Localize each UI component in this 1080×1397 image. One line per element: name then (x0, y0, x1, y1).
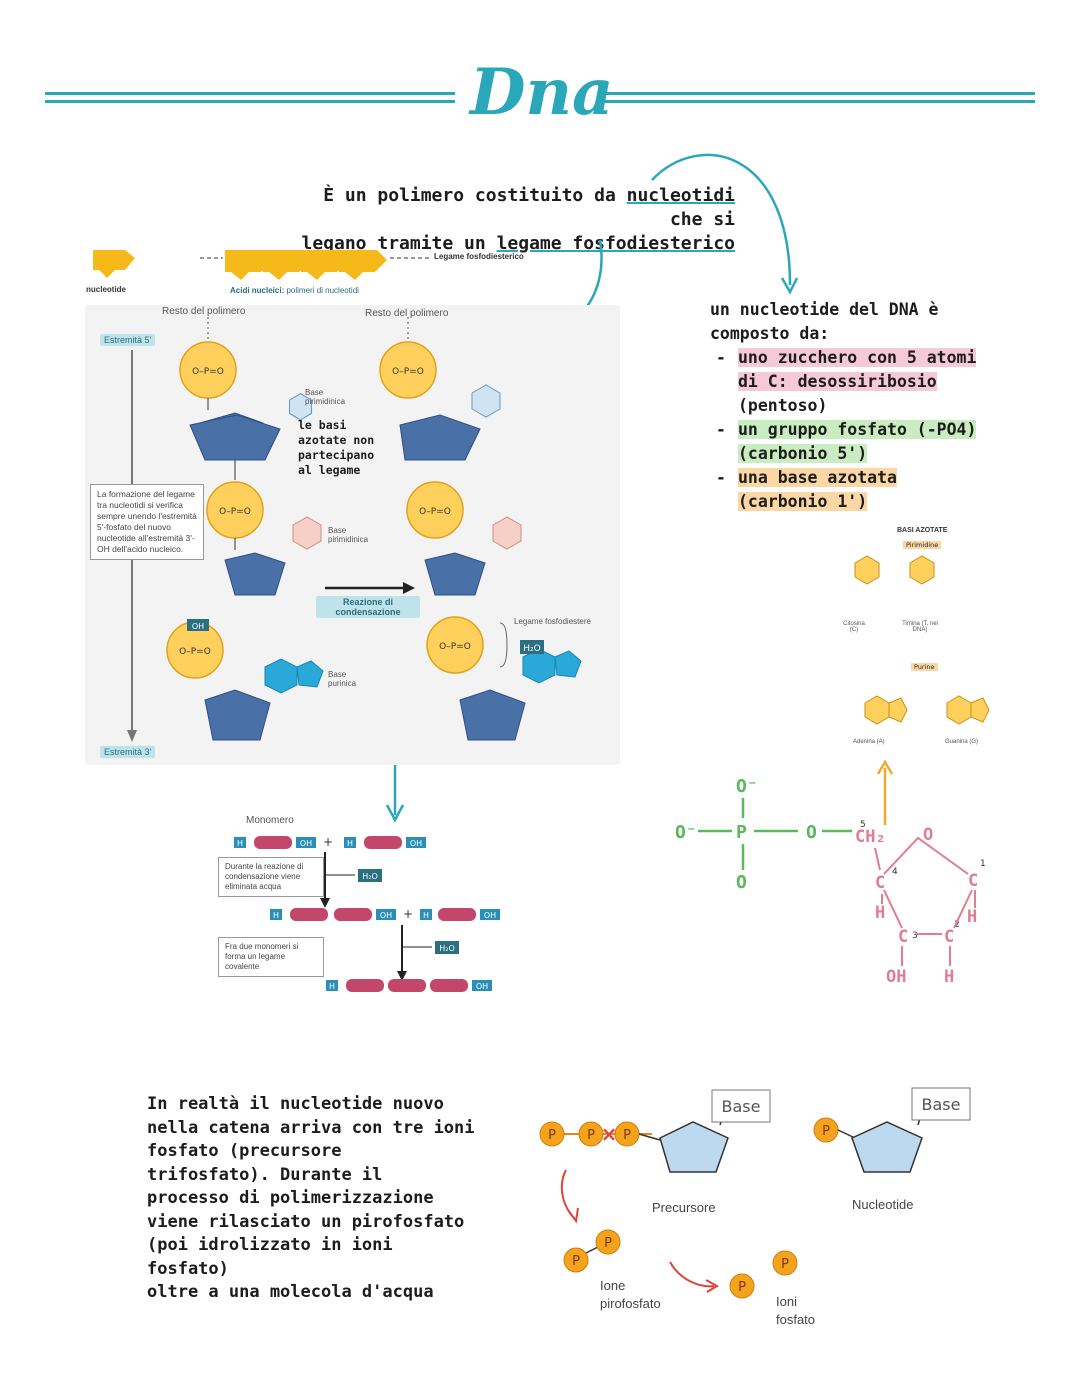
svg-text:5: 5 (860, 820, 866, 830)
svg-text:C: C (968, 871, 978, 891)
svg-text:H: H (347, 839, 353, 848)
bond-label-right: Legame fosfodiestere (514, 617, 591, 626)
intro-text: È un polimero costituito da nucleotidi c… (301, 185, 736, 254)
composition-block: un nucleotide del DNA è composto da: uno… (710, 298, 1040, 514)
svg-text:P: P (738, 1280, 746, 1295)
svg-text:O–P=O: O–P=O (439, 642, 471, 652)
end5-label: Estremità 5' (100, 334, 156, 346)
formation-note: La formazione del legame tra nucleotidi … (90, 484, 204, 560)
title-line-left (45, 92, 455, 106)
page-title: Dna (470, 55, 614, 130)
svg-text:O–P=O: O–P=O (392, 367, 424, 377)
svg-text:O⁻: O⁻ (736, 776, 758, 797)
monomer-note-2: Fra due monomeri si forma un legame cova… (218, 937, 324, 977)
svg-text:O–P=O: O–P=O (419, 507, 451, 517)
bond-label-top: Legame fosfodiesterico (434, 252, 524, 261)
svg-text:C: C (944, 927, 954, 947)
svg-text:O⁻: O⁻ (675, 822, 697, 843)
svg-text:3: 3 (912, 931, 918, 941)
svg-text:Base: Base (922, 1095, 961, 1114)
svg-text:P: P (623, 1128, 631, 1143)
bottom-paragraph: In realtà il nucleotide nuovo nella cate… (147, 1094, 475, 1302)
svg-text:CH₂: CH₂ (855, 827, 886, 847)
svg-text:O: O (923, 825, 933, 845)
svg-text:P: P (548, 1128, 556, 1143)
composition-item-sugar: uno zucchero con 5 atomi di C: desossiri… (710, 346, 1040, 418)
monomer-chain-diagram: H OH + H OH H₂O H OH + H OH H₂O H OH (234, 835, 500, 992)
resto-left: Resto del polimero (162, 306, 246, 317)
svg-text:P: P (587, 1128, 595, 1143)
svg-text:H: H (944, 967, 954, 987)
svg-text:C: C (898, 927, 908, 947)
svg-text:P: P (822, 1124, 830, 1139)
monomer-label: Monomero (246, 815, 294, 826)
svg-text:H: H (967, 907, 977, 927)
base-pyrimidine-1: Base pirimidinica (305, 388, 346, 406)
svg-text:+: + (323, 835, 333, 849)
svg-text:O–P=O: O–P=O (219, 507, 251, 517)
nucleotide-label-bottom: Nucleotide (852, 1197, 914, 1212)
title-line-right (600, 92, 1035, 106)
svg-text:H: H (423, 911, 429, 920)
svg-text:Base: Base (722, 1097, 761, 1116)
svg-text:H: H (273, 911, 279, 920)
svg-text:O: O (806, 822, 817, 843)
svg-text:H: H (875, 903, 885, 923)
acids-label: Acidi nucleici: polimeri di nucleotidi (230, 286, 359, 295)
composition-item-base: una base azotata (carbonio 1') (710, 466, 1040, 514)
svg-text:P: P (604, 1236, 612, 1251)
svg-text:4: 4 (892, 867, 898, 877)
precursor-figure: P P P × Base P Base P P P P (539, 1087, 971, 1299)
handwritten-note: le basi azotate non partecipano al legam… (298, 418, 375, 477)
svg-text:H₂O: H₂O (439, 944, 455, 953)
svg-text:O–P=O: O–P=O (192, 367, 224, 377)
svg-text:1: 1 (980, 859, 986, 869)
svg-text:+: + (403, 907, 413, 921)
svg-text:OH: OH (192, 622, 204, 631)
svg-text:OH: OH (380, 911, 392, 920)
svg-text:2: 2 (954, 920, 960, 930)
svg-text:OH: OH (300, 839, 312, 848)
svg-text:H₂O: H₂O (523, 644, 540, 654)
svg-text:×: × (601, 1122, 618, 1146)
base-arrow (876, 760, 894, 825)
svg-text:OH: OH (476, 982, 488, 991)
base-pyrimidine-2: Base pirimidinica (328, 526, 369, 544)
reaction-label: Reazione di condensazione (316, 596, 420, 618)
svg-text:O–P=O: O–P=O (179, 647, 211, 657)
svg-text:OH: OH (410, 839, 422, 848)
svg-text:P: P (781, 1257, 789, 1272)
nucleotide-shapes (93, 250, 430, 280)
svg-text:P: P (572, 1254, 580, 1269)
svg-text:P: P (736, 822, 747, 843)
svg-text:O: O (736, 872, 747, 893)
base-purine: Base purinica (328, 670, 357, 688)
svg-text:OH: OH (886, 967, 906, 987)
bases-figure: BASI AZOTATE Pirimidine Purine Citosina … (825, 525, 1025, 755)
resto-right: Resto del polimero (365, 308, 449, 319)
svg-text:H₂O: H₂O (362, 872, 378, 881)
nucleotide-label: nucleotide (86, 285, 127, 294)
precursore-label: Precursore (652, 1200, 716, 1215)
monomer-note-1: Durante la reazione di condensazione vie… (218, 857, 324, 897)
svg-text:C: C (875, 873, 885, 893)
svg-text:H: H (329, 982, 335, 991)
svg-text:OH: OH (484, 911, 496, 920)
nucleotide-structure: O⁻ O⁻ P O O CH₂ C C C C O H H OH H 5 4 3… (675, 776, 986, 987)
end3-label: Estremità 3' (100, 746, 156, 758)
polymer-diagram: O–P=O O–P=O O–P=O OH O–P=O O–P=O O–P=O H… (127, 317, 582, 742)
svg-text:H: H (237, 839, 243, 848)
composition-item-phosphate: un gruppo fosfato (-PO4) (carbonio 5') (710, 418, 1040, 466)
